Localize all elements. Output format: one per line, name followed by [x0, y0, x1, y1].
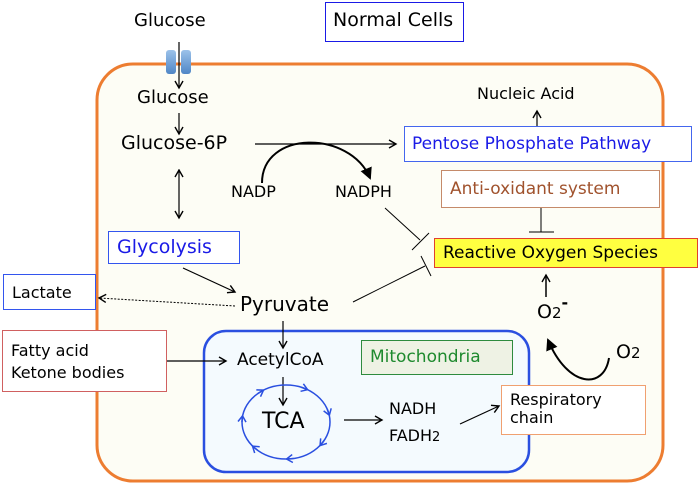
fadh2-base: FADH: [389, 426, 433, 445]
tca-cycle-arrowhead: [256, 389, 265, 397]
glucose-transporter-icon: [166, 50, 191, 74]
antioxidant-label: Anti-oxidant system: [450, 179, 621, 199]
respiratory-label: Respiratory: [510, 390, 602, 409]
ros-label: Reactive Oxygen Species: [443, 243, 658, 263]
fatty-acid-label: Fatty acid: [11, 341, 89, 360]
respiratory-chain-box: Respiratory chain: [501, 385, 646, 435]
superoxide-subscript: 2: [551, 304, 562, 322]
tca-cycle-arrowhead: [300, 383, 309, 393]
glucose-inside-label: Glucose: [137, 87, 209, 108]
fadh2-subscript: 2: [432, 430, 441, 445]
o2-label: O2: [616, 343, 641, 362]
o2-base: O: [616, 341, 631, 363]
arrow-nadh-to-resp: [459, 404, 501, 425]
lactate-box: Lactate: [3, 274, 96, 310]
tca-cycle-icon: [237, 383, 332, 464]
arrow-pyruvate-to-lactate: [97, 293, 236, 307]
ppp-label: Pentose Phosphate Pathway: [412, 134, 652, 154]
nadph-label: NADPH: [335, 182, 392, 201]
ketone-bodies-label: Ketone bodies: [11, 362, 125, 382]
tca-cycle-arrowhead: [323, 408, 332, 417]
superoxide-base: O: [537, 301, 552, 323]
tca-cycle-arrowhead: [285, 453, 294, 464]
acetylcoa-label: AcetylCoA: [237, 350, 324, 370]
title-box: Normal Cells: [325, 2, 464, 42]
mitochondria-label: Mitochondria: [370, 347, 481, 367]
arrow-o2-to-superoxide: [546, 338, 610, 381]
tca-cycle-arrowhead: [251, 445, 260, 454]
glucose-outside-label: Glucose: [134, 10, 206, 31]
ppp-box: Pentose Phosphate Pathway: [404, 126, 692, 162]
glycolysis-label: Glycolysis: [117, 236, 212, 258]
tca-label: TCA: [262, 409, 305, 434]
page-title: Normal Cells: [333, 9, 454, 31]
tca-cycle-arrowhead: [319, 438, 328, 447]
arrow-glycolysis-to-pyruvate: [182, 267, 237, 294]
inhibit-nadph-ros: [384, 207, 430, 251]
mitochondria-label-box: Mitochondria: [361, 340, 513, 375]
antioxidant-box: Anti-oxidant system: [441, 170, 660, 208]
nadh-label: NADH: [389, 399, 437, 418]
glycolysis-box: Glycolysis: [108, 231, 240, 264]
pyruvate-label: Pyruvate: [240, 292, 330, 316]
superoxide-label: O2-: [537, 295, 568, 323]
fadh2-label: FADH2: [389, 426, 441, 445]
inhibit-pyruvate-ros: [352, 255, 432, 303]
fatty-acid-box: Fatty acid Ketone bodies: [2, 330, 167, 392]
o2-subscript: 2: [630, 344, 641, 362]
arrow-nadp-to-nadph: [261, 141, 372, 184]
nucleic-acid-label: Nucleic Acid: [477, 84, 575, 103]
glucose-6p-label: Glucose-6P: [121, 132, 228, 154]
inhibit-antioxidant-ros: [529, 207, 554, 233]
superoxide-superscript: -: [561, 293, 569, 312]
lactate-label: Lactate: [12, 283, 72, 302]
nadp-label: NADP: [231, 182, 276, 201]
chain-label: chain: [510, 407, 554, 427]
ros-box[interactable]: Reactive Oxygen Species: [434, 238, 698, 268]
